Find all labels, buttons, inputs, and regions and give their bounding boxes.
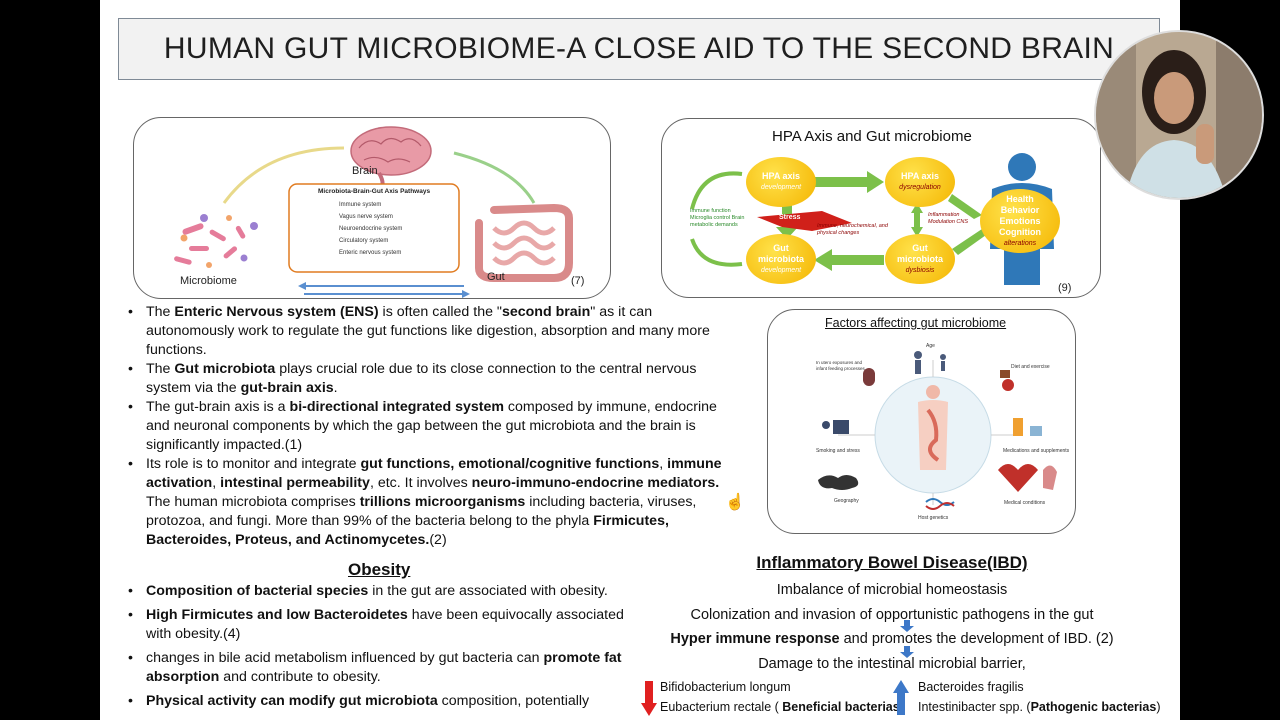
factor-diet: Diet and exercise [1011,364,1050,370]
pathway-4: Circulatory system [339,238,389,244]
figure-ref-7: (7) [571,275,585,287]
hpa-figure-title: HPA Axis and Gut microbiome [772,128,972,145]
gut-brain-axis-bullet: The gut-brain axis is a bi-directional i… [124,398,724,455]
ibd-heading: Inflammatory Bowel Disease(IBD) [756,553,1028,572]
obesity-bullet-list: Composition of bacterial species in the … [124,582,644,711]
slide-title: HUMAN GUT MICROBIOME-A CLOSE AID TO THE … [163,32,1115,65]
beneficial-bacteria-2: Eubacterium rectale ( Beneficial bacteri… [660,700,904,714]
factor-in-utero: In utero exposures and infant feeding pr… [816,360,865,371]
factor-smoking: Smoking and stress [816,448,860,454]
gut-microbiota-bullet: The Gut microbiota plays crucial role du… [124,360,724,398]
ibd-line-4: Damage to the intestinal microbial barri… [758,656,1026,672]
title-bar: HUMAN GUT MICROBIOME-A CLOSE AID TO THE … [118,18,1160,80]
pathway-3: Neuroendocrine system [339,226,403,232]
ibd-line-1: Imbalance of microbial homeostasis [776,582,1008,598]
slide: HUMAN GUT MICROBIOME-A CLOSE AID TO THE … [100,0,1180,720]
pathway-2: Vagus nerve system [339,214,393,220]
factor-medications: Medications and supplements [1003,448,1070,454]
obesity-bullet: High Firmicutes and low Bacteroidetes ha… [124,606,644,644]
brain-label: Brain [352,165,378,177]
factors-figure-title: Factors affecting gut microbiome [825,316,1007,330]
ibd-flow-arrows [900,620,914,658]
health-outcomes-node: Health Behavior Emotions Cognition alter… [980,189,1060,253]
pathway-1: Immune system [339,202,382,208]
gut-brain-figure: Brain Microbiome Gut Microbiota-Brain-Gu… [133,117,611,299]
obesity-heading: Obesity [348,560,411,579]
pathogenic-bacteria-2: Intestinibacter spp. (Pathogenic bacteri… [918,700,1161,714]
beneficial-bacteria-1: Bifidobacterium longum [660,680,791,694]
pathways-box-title: Microbiota-Brain-Gut Axis Pathways [318,188,431,195]
pathway-5: Enteric nervous system [339,250,402,256]
microbiome-label: Microbiome [180,275,237,287]
figure-ref-9: (9) [1058,282,1072,294]
hpa-mid-text: Immune, neurochemical, and physical chan… [817,223,888,236]
ens-bullet: The Enteric Nervous system (ENS) is ofte… [124,303,724,360]
role-bullet: Its role is to monitor and integrate gut… [124,455,724,550]
obesity-bullet: Physical activity can modify gut microbi… [124,692,644,711]
increase-arrow-icon [893,680,909,715]
factor-host-genetics: Host genetics [918,515,949,521]
presenter-webcam [1094,30,1264,200]
factors-figure: Factors affecting gut microbiome In uter… [767,309,1076,534]
factor-medical-conditions: Medical conditions [1004,500,1046,506]
ibd-line-3: Hyper immune response and promotes the d… [670,631,1114,647]
decrease-arrow-icon [641,681,657,716]
obesity-bullet: changes in bile acid metabolism influenc… [124,649,644,687]
ens-bullet-list: The Enteric Nervous system (ENS) is ofte… [124,303,724,550]
obesity-bullet: Composition of bacterial species in the … [124,582,644,601]
factors-illustration [818,351,1057,510]
gut-label: Gut [487,271,505,283]
stress-label: Stress [779,214,801,221]
factor-age: Age [926,343,935,349]
ibd-line-2: Colonization and invasion of opportunist… [690,607,1094,623]
factor-geography: Geography [834,498,859,504]
gut-brain-illustration [174,126,573,298]
presenter-video [1096,32,1262,198]
hpa-inflammation-text: Inflammation Modulation CNS [928,212,969,225]
hand-cursor-icon: ☝ [725,494,745,511]
pathogenic-bacteria-1: Bacteroides fragilis [918,680,1024,694]
hpa-left-text: Immune function Microglia control Brain … [690,208,745,228]
